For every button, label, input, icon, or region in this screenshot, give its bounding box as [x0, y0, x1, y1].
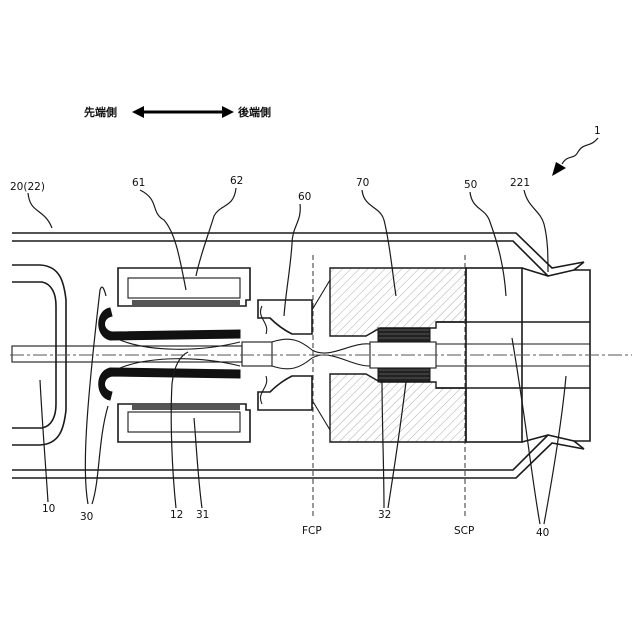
direction-rear-label: 後端側 — [238, 105, 271, 119]
insulator-70-top — [330, 268, 466, 336]
device-arrow-head — [552, 162, 566, 176]
label-10: 10 — [42, 503, 55, 515]
spring-terminal-bottom — [99, 368, 240, 400]
insulator-70-taper-top — [312, 280, 330, 310]
holder-60-bottom — [258, 376, 312, 410]
spring-terminal — [99, 308, 240, 400]
magnet-62-bottom-plate — [132, 405, 240, 410]
direction-arrow-right-head — [222, 106, 234, 118]
holder-60-neck-top — [272, 339, 312, 350]
leader-61 — [140, 190, 186, 290]
spring-terminal-inner-top — [120, 340, 240, 349]
label-70: 70 — [356, 177, 369, 189]
leader-20-22 — [28, 193, 52, 228]
spring-terminal-top — [99, 308, 240, 340]
leader-30-b — [92, 406, 108, 504]
insulator-70-bore-top — [312, 344, 370, 353]
label-61: 61 — [132, 177, 145, 189]
label-31: 31 — [196, 509, 209, 521]
label-62: 62 — [230, 175, 243, 187]
insulator-70-bore-bottom — [312, 355, 370, 366]
center-electrode-head — [242, 342, 272, 366]
outer-tube-top-inner — [12, 241, 574, 276]
coil-32-top — [378, 328, 430, 342]
magnet-62-top-plate — [132, 300, 240, 305]
leader-10 — [40, 380, 48, 502]
center-electrode — [12, 342, 272, 366]
label-221: 221 — [510, 177, 530, 189]
leader-62 — [196, 188, 236, 276]
label-1: 1 — [594, 125, 601, 137]
magnet-62-bottom — [128, 412, 240, 432]
reference-labels: 1 20(22) 61 62 60 70 50 221 10 30 12 31 … — [10, 125, 601, 539]
direction-arrow-left-head — [132, 106, 144, 118]
coil-32-bottom — [378, 368, 430, 382]
label-20-22: 20(22) — [10, 181, 45, 193]
spring-terminal-inner-bottom — [120, 359, 240, 368]
label-50: 50 — [464, 179, 477, 191]
center-electrode-shaft — [12, 346, 242, 362]
label-32: 32 — [378, 509, 391, 521]
label-40: 40 — [536, 527, 549, 539]
leader-40-b — [544, 376, 566, 524]
device-arrow-line — [562, 138, 598, 164]
holder-60-seal-bottom — [260, 376, 266, 404]
holder-60-neck-bottom — [272, 358, 312, 369]
device-arrow — [552, 138, 598, 176]
label-fcp: FCP — [302, 525, 322, 537]
leader-lines — [28, 188, 566, 524]
insulator-70-bottom — [330, 374, 466, 442]
label-60: 60 — [298, 191, 311, 203]
direction-indicator: 先端側 後端側 — [84, 105, 271, 119]
label-30: 30 — [80, 511, 93, 523]
label-12: 12 — [170, 509, 183, 521]
outer-tube-bottom-inner — [12, 435, 574, 470]
holder-60-seal-top — [260, 306, 266, 334]
direction-front-label: 先端側 — [84, 105, 117, 119]
insulator-70-taper-bottom — [312, 400, 330, 430]
leader-50 — [470, 192, 506, 296]
label-scp: SCP — [454, 525, 474, 537]
